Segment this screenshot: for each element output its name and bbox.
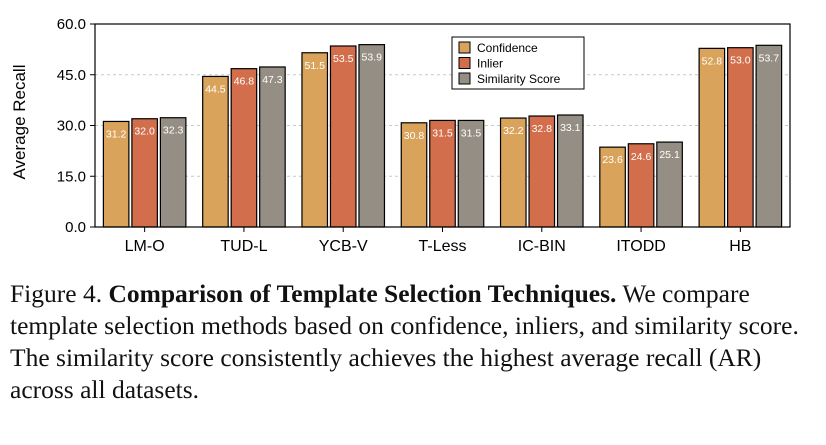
bar-value-label: 24.6	[631, 151, 652, 163]
bar-value-label: 53.0	[730, 55, 751, 67]
legend-label: Similarity Score	[477, 72, 561, 86]
bar-value-label: 23.6	[602, 154, 623, 166]
x-tick-label: ITODD	[616, 238, 665, 255]
bar-value-label: 52.8	[702, 55, 723, 67]
legend-box	[451, 36, 585, 90]
legend-swatch	[458, 57, 471, 69]
x-tick-label: LM-O	[125, 238, 165, 255]
bar-value-label: 25.1	[659, 149, 680, 161]
bar-value-label: 44.5	[205, 83, 226, 95]
bar-value-label: 53.7	[759, 52, 780, 64]
y-tick-label: 45.0	[57, 67, 86, 84]
bar	[429, 119, 456, 228]
bar-value-label: 51.5	[304, 60, 325, 72]
bar-chart: 31.2 32.0 32.3 44.5 46.8 47.3 51.5 53.5 53.9 30.8…	[10, 16, 791, 255]
bar	[457, 119, 485, 228]
legend-label: Confidence	[477, 41, 538, 55]
bar-value-label: 32.3	[163, 125, 184, 137]
bar-value-label: 31.5	[432, 127, 453, 139]
plot-frame	[94, 23, 791, 228]
bar	[727, 47, 754, 228]
bar	[599, 146, 626, 228]
bar	[202, 75, 229, 228]
bar	[131, 118, 158, 228]
bar	[230, 68, 258, 228]
bar	[556, 114, 584, 228]
caption-body: We compare template selection methods ba…	[10, 279, 799, 404]
x-tick-label: IC-BIN	[518, 238, 566, 255]
bar-value-label: 33.1	[560, 122, 581, 134]
bar	[329, 45, 357, 228]
bar-value-label: 31.5	[461, 127, 482, 139]
bar-value-label: 30.8	[404, 130, 425, 142]
bar	[301, 52, 329, 228]
bar	[755, 44, 783, 228]
bar-value-label: 47.3	[262, 74, 283, 86]
bar-value-label: 31.2	[106, 128, 127, 140]
y-tick-label: 60.0	[57, 16, 86, 33]
y-tick-label: 15.0	[57, 168, 86, 185]
y-tick-label: 0.0	[65, 219, 86, 236]
bar-value-label: 32.0	[134, 126, 155, 138]
y-tick-label: 30.0	[57, 118, 86, 135]
bar-value-label: 46.8	[234, 76, 255, 88]
figure-caption: Figure 4. Comparison of Template Selecti…	[10, 278, 818, 406]
x-tick-label: YCB-V	[319, 238, 368, 255]
bar	[528, 115, 556, 228]
bar-value-label: 32.2	[503, 125, 524, 137]
bar	[499, 117, 527, 228]
bar	[627, 143, 655, 228]
x-tick-label: HB	[729, 238, 751, 255]
y-axis-label: Average Recall	[10, 65, 29, 180]
legend-label: Inlier	[477, 57, 503, 71]
figure-label: Figure 4.	[10, 279, 103, 308]
x-tick-label: TUD-L	[220, 238, 267, 255]
x-tick-label: T-Less	[418, 238, 466, 255]
bar	[259, 66, 286, 228]
axes: 0.0 15.0 30.0 45.0 60.0LM-O TUD-L YCB-V T-Less I…	[57, 16, 791, 255]
caption-title: Comparison of Template Selection Techniq…	[108, 279, 617, 308]
bars: 31.2 32.0 32.3 44.5 46.8 47.3 51.5 53.5 53.9 30.8…	[102, 44, 783, 228]
bar-value-label: 53.9	[361, 52, 382, 64]
bar-value-label: 53.5	[333, 53, 354, 65]
bar	[656, 141, 683, 228]
legend-swatch	[458, 72, 471, 85]
legend-swatch	[458, 41, 471, 54]
bar-value-label: 32.8	[532, 123, 553, 135]
bar	[358, 44, 386, 228]
bar	[698, 47, 726, 228]
